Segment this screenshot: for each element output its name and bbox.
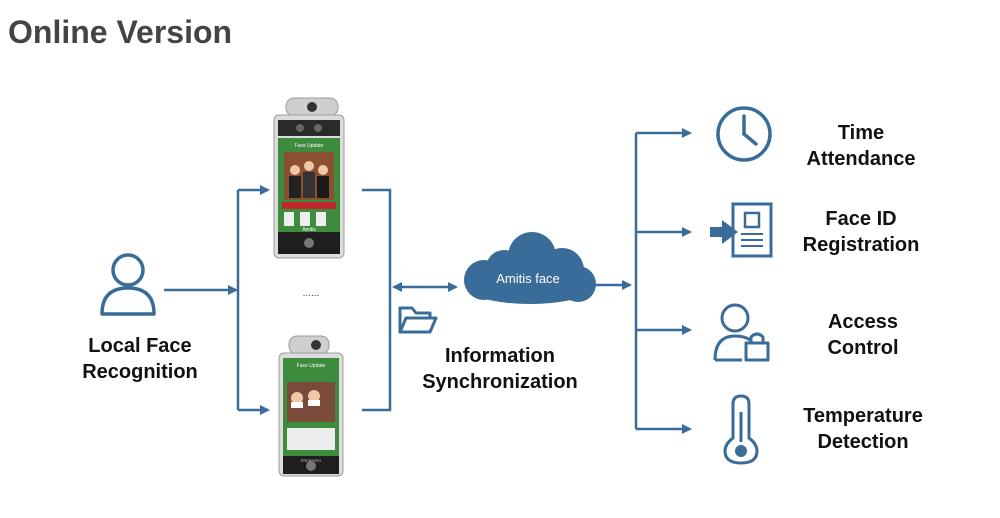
- id-card-icon: [710, 202, 773, 258]
- device-bottom-brand: FREEFIRO: [301, 458, 321, 463]
- local-face-line1: Local Face: [88, 335, 192, 357]
- service-label-line1: Access: [827, 311, 899, 333]
- cloud-label: Amitis face: [496, 271, 560, 286]
- cloud-shape: [464, 232, 596, 304]
- folder-icon: [398, 306, 438, 334]
- service-label-line1: Temperature: [803, 405, 923, 427]
- sync-label: Information Synchronization: [405, 343, 595, 395]
- face-terminal-bottom: [278, 335, 344, 477]
- page-title: Online Version: [8, 14, 233, 50]
- device-top-brand: Amitis: [302, 227, 316, 233]
- service-access-control: Access Control: [778, 309, 948, 361]
- service-face-id-registration: Face ID Registration: [776, 206, 946, 258]
- clock-icon: [716, 106, 772, 162]
- thermometer-icon: [723, 394, 759, 465]
- service-label-line2: Attendance: [806, 148, 916, 170]
- service-label-line1: Face ID: [825, 208, 897, 230]
- dots: ......: [303, 288, 320, 299]
- local-face-label: Local Face Recognition: [60, 333, 220, 385]
- device-top-header: Face Update: [295, 143, 324, 149]
- face-terminal-top: [273, 97, 345, 259]
- service-time-attendance: Time Attendance: [776, 120, 946, 172]
- service-temperature-detection: Temperature Detection: [778, 403, 948, 455]
- sync-line2: Synchronization: [422, 371, 578, 393]
- service-label-line2: Detection: [817, 431, 909, 453]
- user-lock-icon: [713, 303, 770, 362]
- local-face-line2: Recognition: [82, 361, 198, 383]
- person-icon: [100, 253, 156, 316]
- sync-line1: Information: [445, 345, 555, 367]
- right-bracket: [362, 188, 392, 412]
- device-bottom-header: Face Update: [297, 363, 326, 369]
- service-label-line1: Time: [837, 122, 885, 144]
- service-label-line2: Registration: [802, 234, 920, 256]
- service-label-line2: Control: [827, 337, 899, 359]
